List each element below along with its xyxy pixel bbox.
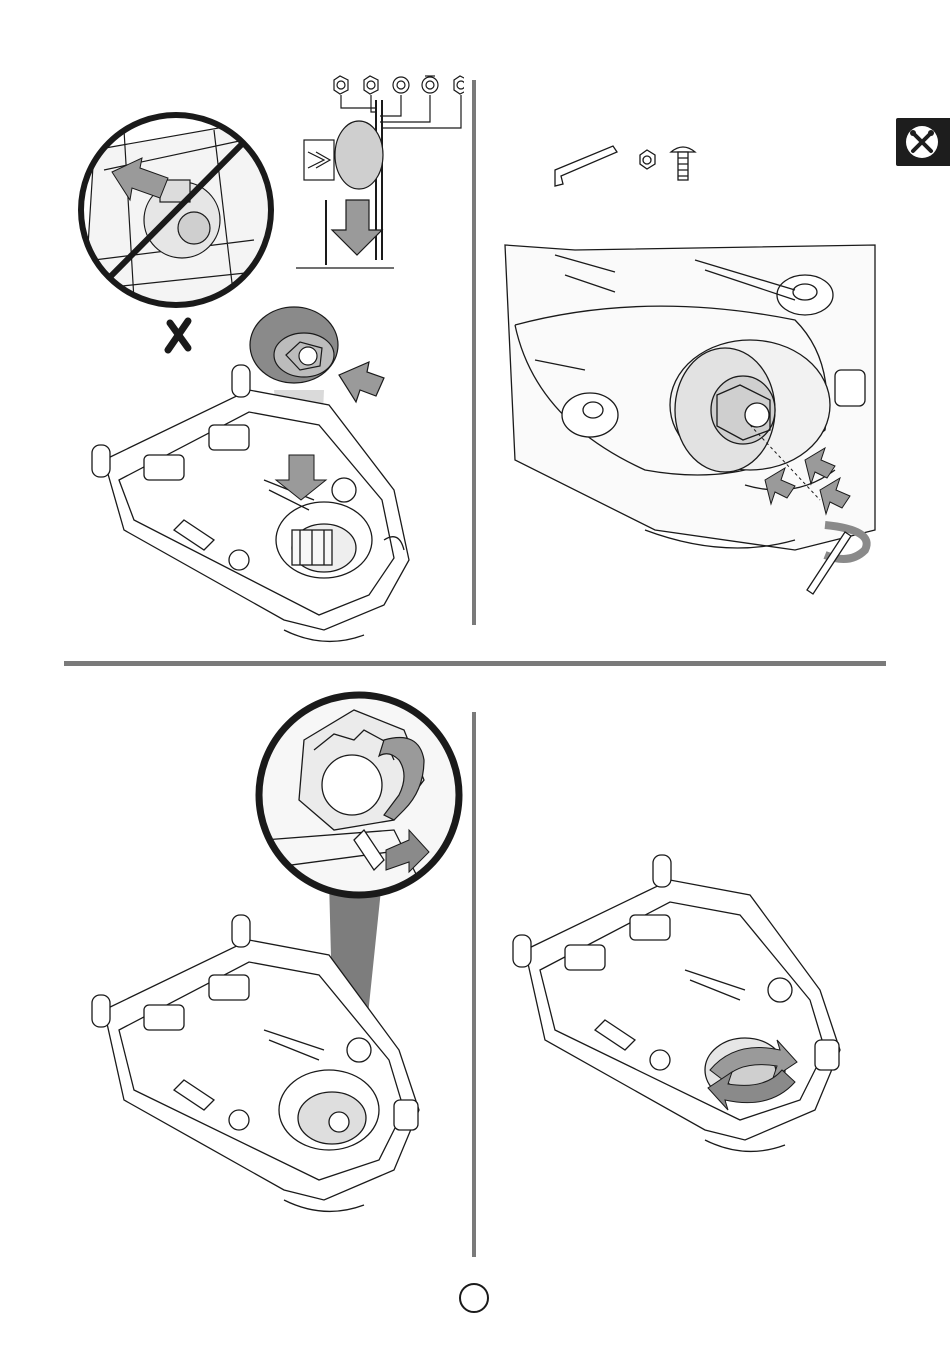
hex-key-icon xyxy=(555,146,617,186)
vertical-divider-top xyxy=(472,80,476,625)
robot-chassis xyxy=(513,855,840,1151)
robot-chassis-closeup xyxy=(505,245,875,550)
robot-chassis xyxy=(92,365,409,641)
screw-icon xyxy=(671,147,695,180)
washer-icon xyxy=(640,150,655,169)
motor-assembly-icon xyxy=(296,121,394,268)
wrench-screwdriver-icon xyxy=(896,118,950,166)
vertical-divider-bottom xyxy=(472,712,476,1257)
magnifier-callout-icon xyxy=(254,690,464,910)
prohibited-icon xyxy=(81,115,274,310)
page-number xyxy=(459,1283,489,1313)
step-panel-top-right xyxy=(495,60,885,650)
section-tab xyxy=(896,118,950,166)
step-panel-bottom-right xyxy=(495,700,885,1260)
step-panel-top-left xyxy=(64,60,464,650)
cross-mark-icon xyxy=(168,321,188,350)
horizontal-divider xyxy=(64,661,886,666)
step-panel-bottom-left xyxy=(64,690,464,1250)
